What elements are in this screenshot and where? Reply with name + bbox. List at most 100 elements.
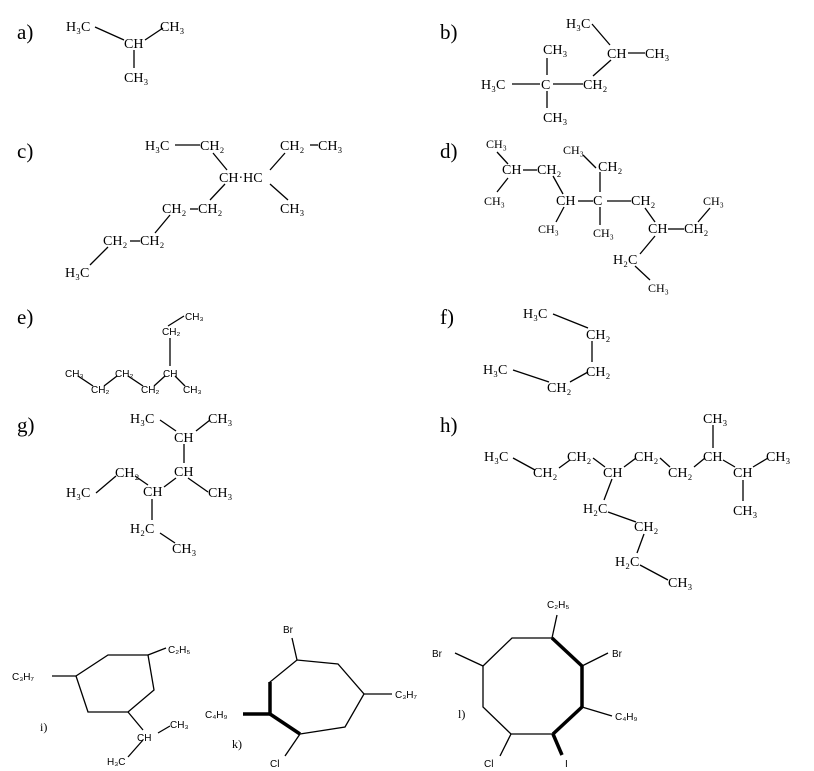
atom-ch3: CH₃ (593, 226, 614, 240)
bold-bond (551, 733, 564, 756)
bond (127, 739, 144, 758)
structure-h: h) CH₃ H₃C CH₂ CH₂ CH CH₂ CH₂ CH CH CH₃ … (440, 412, 790, 591)
bond (722, 459, 736, 468)
atom-ch2: CH₂ (103, 234, 127, 249)
bond (499, 733, 512, 757)
structure-k: k) Br C₃H₇ C₄H₉ Cl (205, 625, 418, 770)
atom-h3c: H₃C (66, 486, 90, 501)
atom-br: Br (612, 649, 623, 660)
atom-c2h5: C₂H₅ (168, 645, 190, 656)
atom-ch2: CH₂ (198, 202, 222, 217)
atom-ch2: CH₂ (547, 381, 571, 396)
bond (623, 457, 637, 468)
atom-ch3: CH₃ (543, 111, 567, 126)
atom-ch2: CH₂ (91, 385, 109, 396)
atom-chhc: CH·HC (219, 171, 263, 186)
atom-ch: CH (137, 733, 151, 744)
bond (639, 564, 669, 581)
bond (581, 706, 613, 717)
bond (581, 652, 609, 667)
atom-c: C (541, 78, 550, 93)
bond (558, 459, 571, 469)
bond (551, 614, 558, 639)
atom-ch3: CH₃ (172, 542, 196, 557)
structure-f: f) H₃C CH₂ H₃C CH₂ CH₂ (440, 305, 610, 396)
atom-ch2: CH₂ (537, 163, 561, 178)
atom-ch3: CH₃ (703, 194, 724, 208)
label-k: k) (232, 737, 242, 751)
bond (496, 151, 509, 165)
atom-ch: CH (733, 466, 752, 481)
bond (644, 207, 656, 223)
atom-ch: CH (502, 163, 521, 178)
bond (163, 477, 177, 488)
bond (291, 637, 298, 661)
bond (187, 477, 209, 493)
structure-c: c) H₃C CH₂ CH₂ CH₃ CH·HC CH₃ CH₂ CH₂ CH₂… (17, 139, 342, 281)
atom-h3c: H₃C (65, 266, 89, 281)
bond (569, 371, 589, 383)
atom-c2h5: C₂H₅ (547, 600, 569, 611)
atom-ch2: CH₂ (200, 139, 224, 154)
atom-h2c: H₂C (615, 555, 639, 570)
atom-ch: CH (556, 194, 575, 209)
bond (603, 478, 613, 501)
atom-h3c: H₃C (130, 412, 154, 427)
atom-ch: CH (174, 431, 193, 446)
structure-a: a) H₃C CH₃ CH CH₃ (17, 20, 184, 86)
bond (552, 175, 564, 195)
bond (94, 26, 125, 41)
bond (636, 533, 645, 554)
cyclohexane-ring (75, 654, 155, 713)
bond (127, 375, 144, 387)
bond (212, 152, 228, 171)
bond (144, 27, 164, 41)
bond (154, 214, 171, 234)
bond (174, 375, 186, 387)
structure-e: e) CH₃ CH₂ CH₃ CH₂ CH₂ CH₂ CH CH₃ (17, 305, 204, 396)
bond (512, 369, 550, 383)
structure-i: i) C₂H₅ C₃H₇ CH CH₃ H₃C (12, 645, 190, 768)
structure-g: g) H₃C CH₃ CH CH₂ CH H₃C CH CH₃ H₂C CH₃ (17, 412, 232, 557)
atom-h3c: H₃C (107, 757, 126, 768)
atom-h2c: H₂C (583, 502, 607, 517)
bond (697, 207, 711, 223)
atom-c: C (593, 194, 602, 209)
bond (209, 183, 226, 201)
atom-ch2: CH₂ (598, 160, 622, 175)
bond (269, 183, 289, 201)
bond (147, 647, 167, 656)
atom-ch2: CH₂ (668, 466, 692, 481)
atom-ch: CH (703, 450, 722, 465)
bond (167, 315, 185, 327)
atom-br: Br (283, 625, 294, 636)
structure-d: d) CH₃ CH CH₂ CH₃ CH₃ CH₂ CH C CH₂ CH₃ C… (440, 137, 724, 295)
atom-h3c: H₃C (566, 17, 590, 32)
atom-ch2: CH₂ (586, 365, 610, 380)
atom-ch: CH (648, 222, 667, 237)
atom-ch3: CH₃ (170, 720, 189, 731)
atom-ch2: CH₂ (115, 466, 139, 481)
bond (195, 419, 211, 432)
atom-ch2: CH₂ (631, 194, 655, 209)
atom-ch3: CH₃ (124, 71, 148, 86)
atom-h3c: H₃C (523, 307, 547, 322)
label-d: d) (440, 139, 458, 163)
bond (752, 457, 769, 468)
bold-bond (269, 712, 301, 736)
bond (512, 457, 536, 471)
atom-c3h7: C₃H₇ (395, 690, 418, 701)
atom-ch: CH (143, 485, 162, 500)
bond (77, 375, 94, 387)
label-f: f) (440, 305, 454, 329)
atom-cl: Cl (270, 759, 279, 770)
bond (639, 235, 656, 255)
structure-b: b) H₃C CH₃ CH CH₃ H₃C C CH₂ CH₃ (440, 17, 669, 126)
label-l: l) (458, 707, 465, 721)
atom-cl: Cl (484, 759, 493, 770)
atom-ch2: CH₂ (162, 327, 180, 338)
atom-ch2: CH₂ (162, 202, 186, 217)
atom-c4h9: C₄H₉ (615, 712, 638, 723)
atom-ch2: CH₂ (280, 139, 304, 154)
bond (157, 725, 171, 734)
